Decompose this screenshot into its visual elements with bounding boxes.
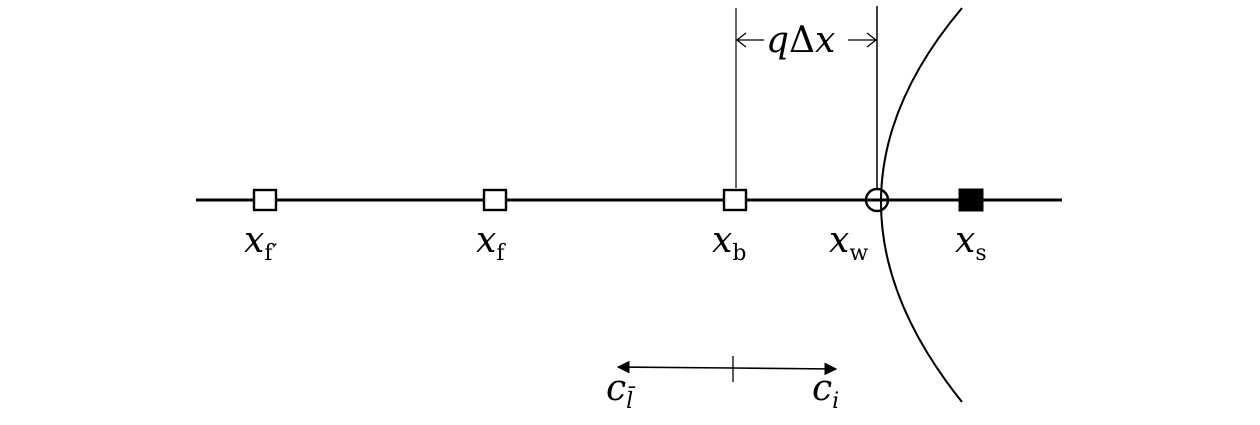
- dimension-arrow-left-head: [735, 32, 747, 48]
- label-x-f-prime: xf′: [244, 220, 277, 266]
- label-c-l-bar: cl̄: [606, 368, 636, 414]
- label-x-b: xb: [712, 220, 746, 266]
- node-x-f-prime-marker: [252, 188, 278, 212]
- label-x-s: xs: [955, 220, 987, 266]
- node-x-f-marker: [482, 188, 508, 212]
- label-x-w: xw: [829, 220, 868, 266]
- dimension-arrow-right-head: [866, 32, 878, 48]
- dimension-label-q-delta-x: qΔx: [766, 20, 835, 61]
- node-x-w-marker: [864, 187, 890, 213]
- label-c-i: ci: [812, 368, 839, 414]
- interface-curve: [880, 7, 963, 403]
- velocity-arrow-right: [732, 362, 838, 376]
- velocity-arrow-left: [616, 360, 734, 374]
- node-x-b-marker: [722, 188, 748, 212]
- node-x-s-marker: [958, 188, 984, 212]
- label-x-f: xf: [476, 220, 506, 266]
